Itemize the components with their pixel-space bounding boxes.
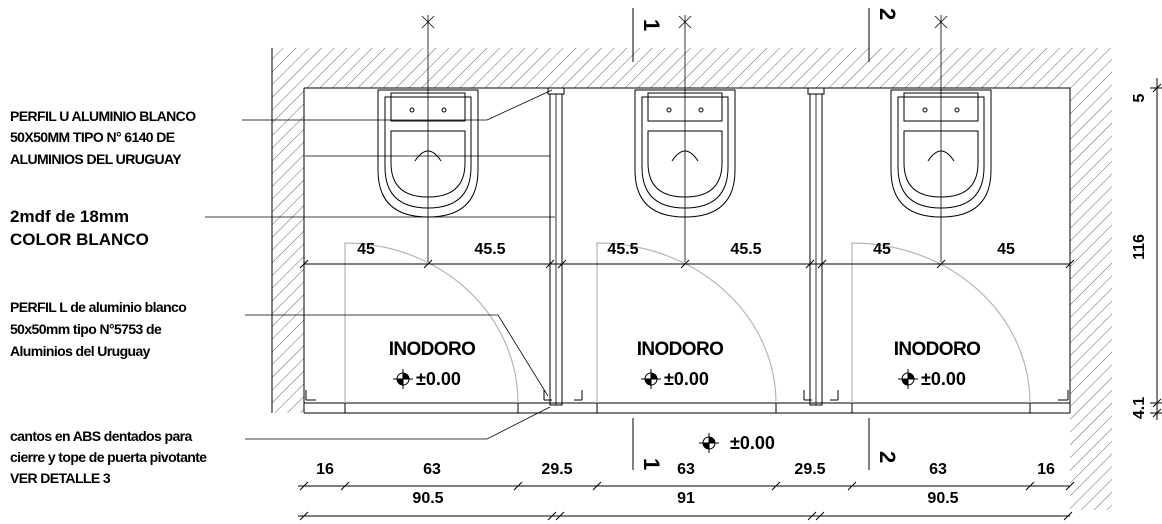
section-cut-lines xyxy=(632,8,870,470)
dim-inner-6: 45 xyxy=(997,241,1015,258)
dim-bottom-1: 16 xyxy=(316,461,334,478)
dim-bottom-6: 63 xyxy=(929,461,947,478)
room-label-2: INODORO xyxy=(637,339,724,360)
dim-inner-1: 45 xyxy=(357,241,375,258)
svg-text:50X50MM TIPO N° 6140 DE: 50X50MM TIPO N° 6140 DE xyxy=(10,129,175,145)
svg-text:PERFIL U ALUMINIO BLANCO: PERFIL U ALUMINIO BLANCO xyxy=(10,108,196,124)
level-icon-1 xyxy=(392,368,414,390)
section-mark-1-bottom: 1 xyxy=(639,458,664,470)
room-label-3: INODORO xyxy=(894,339,981,360)
level-icon-3 xyxy=(897,368,919,390)
room-level-3: ±0.00 xyxy=(921,369,966,389)
section-mark-1-top: 1 xyxy=(639,19,664,31)
note-mdf: 2mdf de 18mm COLOR BLANCO xyxy=(10,207,149,249)
dim-module-3: 90.5 xyxy=(927,490,958,507)
right-dimension-line xyxy=(1150,78,1162,420)
svg-text:50x50mm tipo N°5753 de: 50x50mm tipo N°5753 de xyxy=(10,321,162,337)
bottom-dimension-row-1 xyxy=(298,481,1075,491)
dim-bottom-5: 29.5 xyxy=(794,461,825,478)
level-icon-2 xyxy=(640,368,662,390)
svg-text:Aluminios del Uruguay: Aluminios del Uruguay xyxy=(10,343,151,359)
dim-module-2: 91 xyxy=(677,490,695,507)
dim-module-1: 90.5 xyxy=(412,490,443,507)
dim-right-bottom: 4.1 xyxy=(1131,397,1148,419)
dim-bottom-2: 63 xyxy=(423,461,441,478)
inner-dimension-line xyxy=(299,258,1075,270)
toilet-axes xyxy=(421,15,948,262)
dim-right-main: 116 xyxy=(1131,234,1148,260)
room-label-1: INODORO xyxy=(389,339,476,360)
dim-bottom-3: 29.5 xyxy=(541,461,572,478)
note-perfil-u: PERFIL U ALUMINIO BLANCO 50X50MM TIPO N°… xyxy=(10,108,197,167)
bottom-dimension-row-2 xyxy=(298,511,1073,521)
partition-1 xyxy=(547,87,565,406)
leader-lines xyxy=(205,89,555,440)
svg-text:VER DETALLE 3: VER DETALLE 3 xyxy=(10,470,111,486)
svg-text:ALUMINIOS DEL URUGUAY: ALUMINIOS DEL URUGUAY xyxy=(10,151,182,167)
section-mark-2-top: 2 xyxy=(875,8,900,20)
note-cantos: cantos en ABS dentados para cierre y top… xyxy=(10,428,208,486)
svg-text:2mdf de 18mm: 2mdf de 18mm xyxy=(10,207,129,226)
dim-right-top: 5 xyxy=(1131,93,1148,102)
note-perfil-l: PERFIL L de aluminio blanco 50x50mm tipo… xyxy=(10,299,187,359)
room-level-2: ±0.00 xyxy=(664,369,709,389)
svg-text:cierre y tope de puerta pivot: cierre y tope de puerta pivotante xyxy=(10,449,207,465)
svg-text:PERFIL L de aluminio blanco: PERFIL L de aluminio blanco xyxy=(10,299,186,315)
section-mark-2-bottom: 2 xyxy=(875,451,900,463)
dim-inner-4: 45.5 xyxy=(730,241,761,258)
dim-inner-5: 45 xyxy=(873,241,891,258)
front-panel xyxy=(304,390,1070,414)
dim-bottom-7: 16 xyxy=(1037,461,1055,478)
svg-text:COLOR BLANCO: COLOR BLANCO xyxy=(10,230,149,249)
dim-inner-2: 45.5 xyxy=(474,241,505,258)
partition-2 xyxy=(807,87,825,406)
door-swings xyxy=(344,242,1031,404)
corridor-level: ±0.00 xyxy=(730,433,775,453)
wall-hatch xyxy=(272,48,1112,510)
dim-inner-3: 45.5 xyxy=(607,241,638,258)
room-level-1: ±0.00 xyxy=(416,369,461,389)
dim-bottom-4: 63 xyxy=(677,461,695,478)
svg-text:cantos en ABS dentados para: cantos en ABS dentados para xyxy=(10,428,192,444)
corridor-level-icon xyxy=(698,432,720,454)
